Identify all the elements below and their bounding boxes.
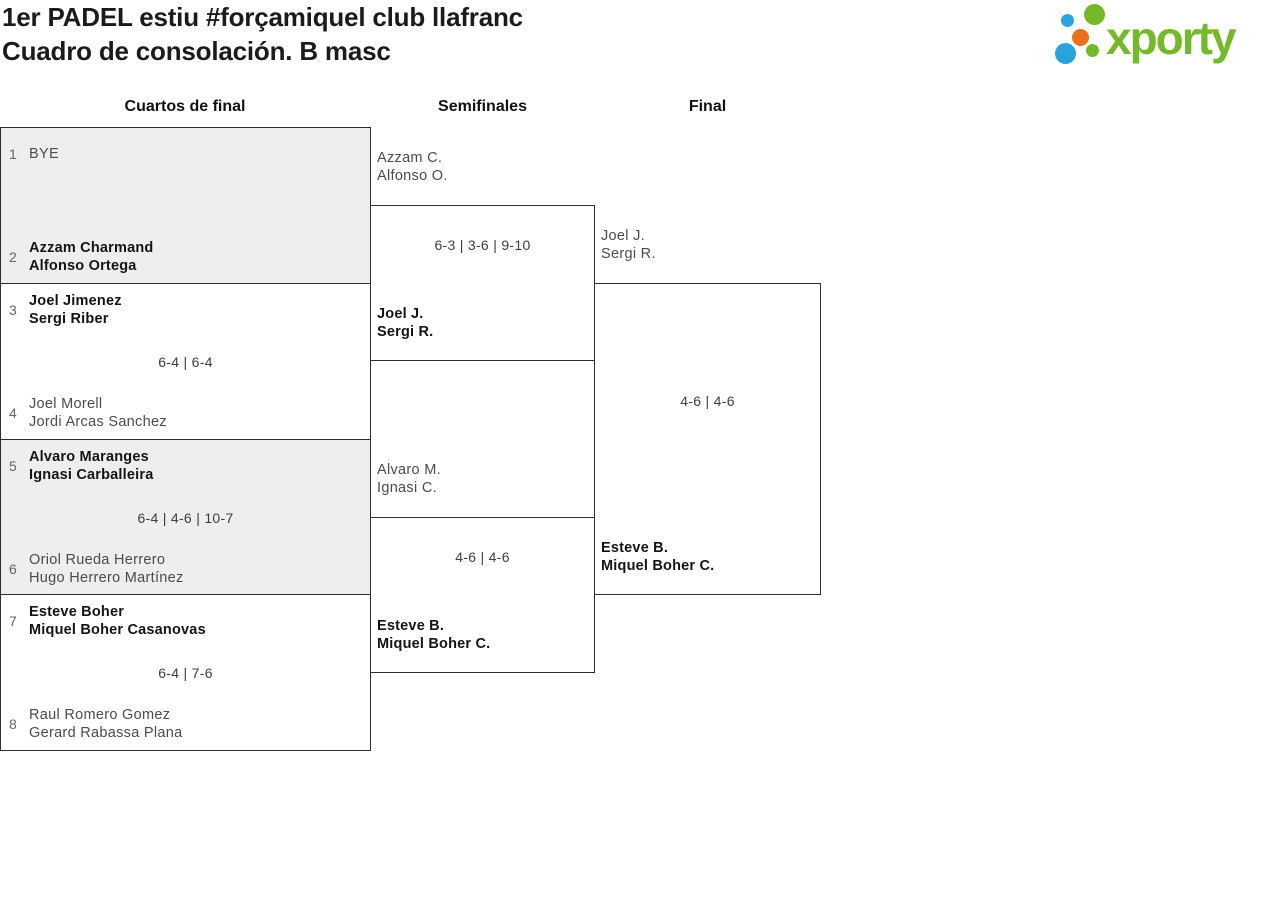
player-name: Oriol Rueda Herrero <box>29 552 166 568</box>
player-name: Alvaro M. <box>377 462 441 478</box>
logo-dot-orange <box>1072 29 1089 46</box>
qf-match-4-score: 6-4 | 7-6 <box>158 665 213 681</box>
seed-number: 3 <box>9 302 17 318</box>
tournament-title: 1er PADEL estiu #forçamiquel club llafra… <box>2 0 523 68</box>
player-name: Esteve B. <box>601 540 669 556</box>
player-name: Alvaro Maranges <box>29 449 149 465</box>
player-name: Ignasi C. <box>377 480 437 496</box>
player-name: Raul Romero Gomez <box>29 707 171 723</box>
player-name: Gerard Rabassa Plana <box>29 725 183 741</box>
qf-match-4[interactable]: 7 Esteve Boher Miquel Boher Casanovas 6-… <box>0 594 371 751</box>
sf1-team-bottom: Joel J. Sergi R. <box>377 305 433 341</box>
sf-match-1-score: 6-3 | 3-6 | 9-10 <box>434 237 531 253</box>
player-name: Miquel Boher Casanovas <box>29 622 206 638</box>
player-name: Joel J. <box>377 306 424 322</box>
final-team-top: Joel J. Sergi R. <box>601 227 656 263</box>
player-name: Jordi Arcas Sanchez <box>29 414 167 430</box>
player-name: Miquel Boher C. <box>377 636 491 652</box>
player-name: Miquel Boher C. <box>601 558 715 574</box>
logo-wordmark: xporty <box>1106 12 1237 64</box>
team-entry-seed-6: 6 Oriol Rueda Herrero Hugo Herrero Martí… <box>1 551 370 587</box>
logo-dot-blue-large <box>1055 43 1076 64</box>
player-name: Joel Jimenez <box>29 293 122 309</box>
team-entry-seed-7: 7 Esteve Boher Miquel Boher Casanovas <box>1 603 370 639</box>
sf2-team-bottom: Esteve B. Miquel Boher C. <box>377 617 490 653</box>
team-entry-seed-8: 8 Raul Romero Gomez Gerard Rabassa Plana <box>1 706 370 742</box>
sf1-team-top: Azzam C. Alfonso O. <box>377 149 448 185</box>
seed-number: 6 <box>9 561 17 577</box>
xporty-logo[interactable]: xporty <box>1055 4 1277 74</box>
team-entry-seed-3: 3 Joel Jimenez Sergi Riber <box>1 292 370 328</box>
final-match-score: 4-6 | 4-6 <box>680 393 735 409</box>
sf2-team-top: Alvaro M. Ignasi C. <box>377 461 441 497</box>
team-entry-seed-2: 2 Azzam Charmand Alfonso Ortega <box>1 239 370 275</box>
team-entry-seed-1: 1 BYE <box>1 136 370 172</box>
player-name: Azzam Charmand <box>29 240 154 256</box>
qf-match-1-score <box>1 197 370 215</box>
tournament-title-line1: 1er PADEL estiu #forçamiquel club llafra… <box>2 2 523 32</box>
player-name: BYE <box>29 146 59 162</box>
player-name: Sergi R. <box>601 246 656 262</box>
player-name: Ignasi Carballeira <box>29 467 154 483</box>
player-name: Hugo Herrero Martínez <box>29 570 184 586</box>
player-name: Sergi R. <box>377 324 434 340</box>
seed-number: 4 <box>9 405 17 421</box>
final-match[interactable] <box>594 283 821 595</box>
player-name: Sergi Riber <box>29 311 109 327</box>
player-name: Azzam C. <box>377 150 443 166</box>
sf-match-2[interactable] <box>370 517 595 673</box>
round-header-cuartos: Cuartos de final <box>124 98 246 115</box>
qf-match-1[interactable]: 1 BYE 2 Azzam Charmand Alfonso Ortega <box>0 127 371 284</box>
player-name: Esteve Boher <box>29 604 125 620</box>
final-team-bottom: Esteve B. Miquel Boher C. <box>601 539 714 575</box>
tournament-title-line2: Cuadro de consolación. B masc <box>2 36 391 66</box>
qf-match-2-score: 6-4 | 6-4 <box>158 354 213 370</box>
player-name: Joel J. <box>601 228 646 244</box>
qf-match-2[interactable]: 3 Joel Jimenez Sergi Riber 6-4 | 6-4 4 J… <box>0 283 371 440</box>
team-entry-seed-5: 5 Alvaro Maranges Ignasi Carballeira <box>1 448 370 484</box>
player-name: Alfonso Ortega <box>29 258 137 274</box>
player-name: Joel Morell <box>29 396 103 412</box>
qf-match-3-score: 6-4 | 4-6 | 10-7 <box>137 510 234 526</box>
seed-number: 2 <box>9 249 17 265</box>
team-entry-seed-4: 4 Joel Morell Jordi Arcas Sanchez <box>1 395 370 431</box>
logo-dot-blue-small <box>1061 14 1074 27</box>
sf-match-2-score: 4-6 | 4-6 <box>455 549 510 565</box>
seed-number: 8 <box>9 716 17 732</box>
player-name: Alfonso O. <box>377 168 448 184</box>
round-header-semifinales: Semifinales <box>438 98 527 115</box>
seed-number: 7 <box>9 613 17 629</box>
logo-dot-green-large <box>1084 4 1105 25</box>
round-header-final: Final <box>688 98 727 115</box>
player-name: Esteve B. <box>377 618 445 634</box>
seed-number: 1 <box>9 146 17 162</box>
seed-number: 5 <box>9 458 17 474</box>
qf-match-3[interactable]: 5 Alvaro Maranges Ignasi Carballeira 6-4… <box>0 439 371 595</box>
logo-dot-green-small <box>1086 44 1099 57</box>
